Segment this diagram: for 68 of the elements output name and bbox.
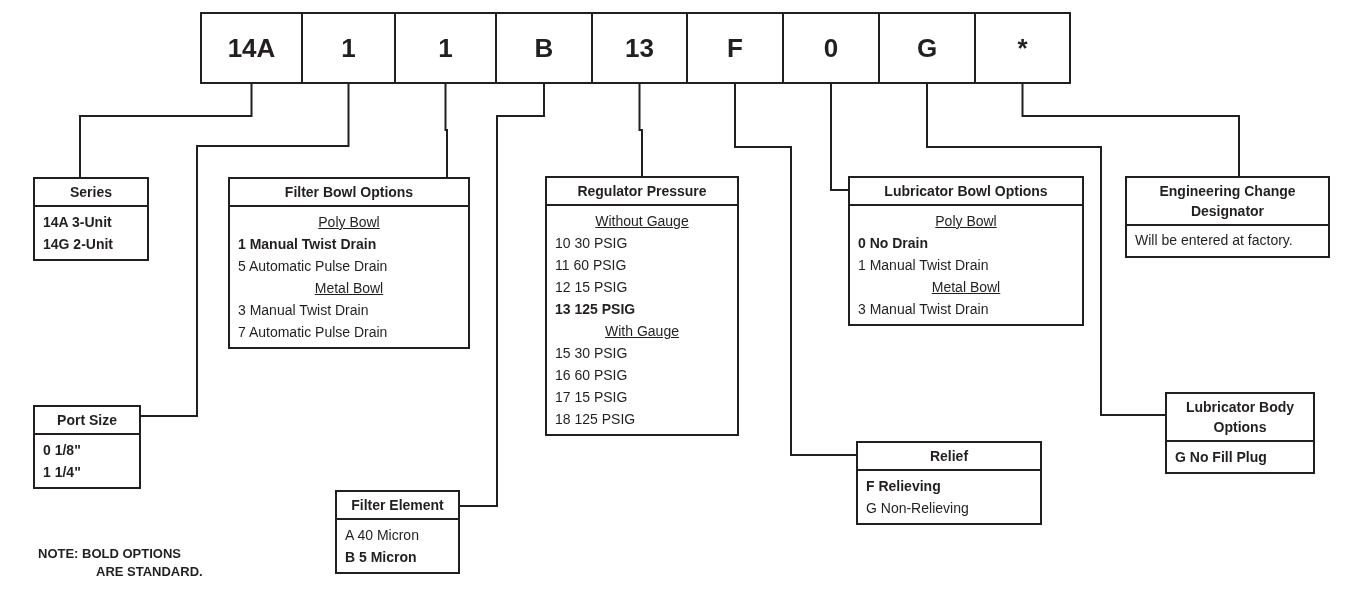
option-text: 13 125 PSIG <box>554 300 637 319</box>
leader-line <box>926 82 1166 416</box>
code-box: F <box>686 12 784 84</box>
option-text: 1 Manual Twist Drain <box>237 235 378 254</box>
option-box <box>1165 392 1315 474</box>
box-heading: Port Size <box>35 407 139 435</box>
section-heading: Poly Bowl <box>935 213 997 229</box>
leader-line <box>734 82 857 456</box>
option-box <box>33 405 141 489</box>
box-heading: Regulator Pressure <box>547 178 737 206</box>
option-box <box>848 176 1084 326</box>
leader-line <box>79 82 253 178</box>
option-text: 5 Automatic Pulse Drain <box>237 257 389 276</box>
option-box <box>545 176 739 436</box>
code-box: 0 <box>782 12 880 84</box>
option-text: 1 Manual Twist Drain <box>857 256 990 275</box>
option-box <box>1125 176 1330 258</box>
box-heading: Relief <box>858 443 1040 471</box>
section-heading: Poly Bowl <box>318 214 380 230</box>
section-heading: Without Gauge <box>595 213 689 229</box>
option-text: 16 60 PSIG <box>554 366 629 385</box>
leader-line <box>830 82 849 191</box>
option-text: 10 30 PSIG <box>554 234 629 253</box>
option-box <box>856 441 1042 525</box>
option-text: 12 15 PSIG <box>554 278 629 297</box>
option-text: 15 30 PSIG <box>554 344 629 363</box>
option-text: 14G 2-Unit <box>42 235 114 254</box>
option-text: G No Fill Plug <box>1174 448 1268 467</box>
option-text: 11 60 PSIG <box>554 256 628 275</box>
option-text: B 5 Micron <box>344 548 418 567</box>
leader-line <box>638 82 643 177</box>
code-box: * <box>974 12 1071 84</box>
box-heading: Lubricator Bowl Options <box>850 178 1082 206</box>
section-heading: Metal Bowl <box>314 280 384 296</box>
section-heading: Metal Bowl <box>931 279 1001 295</box>
option-text: F Relieving <box>865 477 942 496</box>
code-box: 1 <box>301 12 396 84</box>
box-heading: Filter Bowl Options <box>230 179 468 207</box>
option-text: 0 No Drain <box>857 234 929 253</box>
option-text: 14A 3-Unit <box>42 213 113 232</box>
leader-line <box>1021 82 1240 177</box>
code-box: 1 <box>394 12 497 84</box>
box-heading: Engineering Change Designator <box>1127 178 1328 226</box>
leader-line <box>459 82 545 507</box>
note-text: Will be entered at factory. <box>1134 231 1294 250</box>
box-heading: Series <box>35 179 147 207</box>
box-heading: Lubricator Body Options <box>1167 394 1313 442</box>
code-box: 13 <box>591 12 688 84</box>
code-box: 14A <box>200 12 303 84</box>
option-box <box>228 177 470 349</box>
option-text: G Non-Relieving <box>865 499 970 518</box>
leader-line <box>444 82 448 178</box>
option-box <box>33 177 149 261</box>
option-text: 7 Automatic Pulse Drain <box>237 323 389 342</box>
section-heading: With Gauge <box>605 323 679 339</box>
code-box: B <box>495 12 593 84</box>
option-box <box>335 490 460 574</box>
option-text: 3 Manual Twist Drain <box>857 300 990 319</box>
code-box: G <box>878 12 976 84</box>
option-text: A 40 Micron <box>344 526 420 545</box>
note-text: NOTE: BOLD OPTIONS ARE STANDARD. <box>38 545 204 581</box>
option-text: 1 1/4" <box>42 463 82 482</box>
box-heading: Filter Element <box>337 492 458 520</box>
option-text: 0 1/8" <box>42 441 82 460</box>
option-text: 18 125 PSIG <box>554 410 637 429</box>
leader-line <box>140 82 350 417</box>
option-text: 17 15 PSIG <box>554 388 629 407</box>
option-text: 3 Manual Twist Drain <box>237 301 370 320</box>
